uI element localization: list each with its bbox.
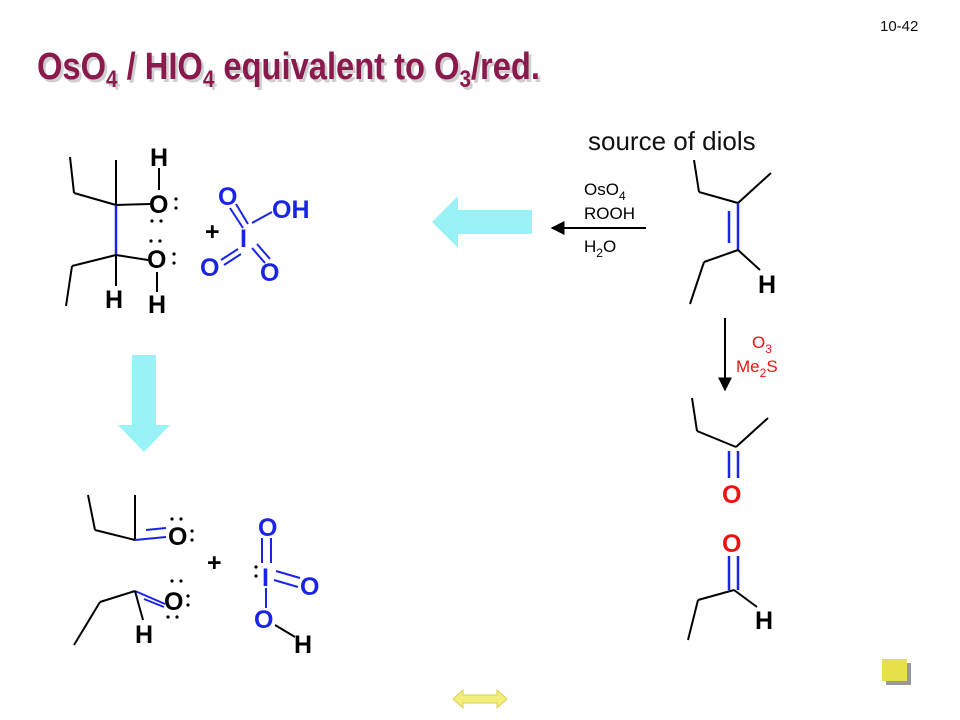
svg-text:O3: O3 xyxy=(752,333,772,356)
title-seg-1: OsO xyxy=(37,46,107,88)
diol-molecule xyxy=(65,156,160,307)
ketone-molecule xyxy=(691,397,769,478)
reagent-o3: O xyxy=(752,333,765,352)
big-arrow-left xyxy=(432,196,532,248)
dicarbonyl-products xyxy=(73,494,167,646)
hio3-o-top: O xyxy=(258,514,277,542)
title-seg-4: /red. xyxy=(470,46,540,88)
aldehyde-o: O xyxy=(722,530,741,558)
aldehyde-h: H xyxy=(755,607,773,635)
svg-text:Me2S: Me2S xyxy=(736,357,778,380)
nav-button[interactable] xyxy=(882,659,911,685)
oso4-reagents: OsO4 ROOH H2O xyxy=(584,180,635,260)
hio3-h: H xyxy=(294,631,312,659)
periodic-acid-molecule xyxy=(220,203,273,266)
hio3-iodine: I xyxy=(262,564,269,592)
product-h: H xyxy=(135,621,153,649)
hio4-iodine: I xyxy=(240,225,247,253)
plus-sign-bottom: + xyxy=(207,549,222,577)
diol-h-bottom: H xyxy=(148,291,166,319)
big-arrow-down xyxy=(118,355,170,452)
title-seg-2: / HIO xyxy=(117,46,203,88)
aldehyde-molecule xyxy=(687,556,758,641)
slide-title: OsO4 / HIO4 equivalent to O3/red. xyxy=(37,46,540,92)
reagent-rooh: ROOH xyxy=(584,204,635,223)
title-seg-3: equivalent to O xyxy=(214,46,460,88)
title-sub-2: 4 xyxy=(202,66,215,93)
reagent-h2o-sub: 2 xyxy=(596,246,603,260)
iodic-acid-molecule xyxy=(261,538,301,608)
diol-o-upper: O xyxy=(149,191,168,219)
hio3-o-right: O xyxy=(300,573,319,601)
hio4-o-right: O xyxy=(260,259,279,287)
reagent-me2s-sub: 2 xyxy=(760,366,767,380)
reagent-oso4-sub: 4 xyxy=(619,189,626,203)
reagent-h2o-o: O xyxy=(603,237,616,256)
reagent-me2s-s: S xyxy=(766,357,777,376)
svg-text:H2O: H2O xyxy=(584,237,616,260)
hio4-o-top: O xyxy=(218,183,237,211)
reagent-h2o-h: H xyxy=(584,237,596,256)
reagent-o3-sub: 3 xyxy=(765,342,772,356)
hio4-oh: OH xyxy=(272,196,310,224)
product-o-lower: O xyxy=(164,588,183,616)
reagent-me2s-me: Me xyxy=(736,357,760,376)
ozonolysis-reagents: O3 Me2S xyxy=(736,333,778,380)
ketone-o: O xyxy=(722,481,741,509)
title-sub-1: 4 xyxy=(106,66,118,93)
product-lone-pairs xyxy=(166,517,194,619)
diol-h-top: H xyxy=(150,144,168,172)
hio4-o-left: O xyxy=(200,254,219,282)
diol-lone-pairs xyxy=(149,197,178,265)
diol-h-left: H xyxy=(105,286,123,314)
slide-number: 10-42 xyxy=(880,18,919,35)
svg-text:OsO4: OsO4 xyxy=(584,180,626,203)
diol-o-lower: O xyxy=(147,246,166,274)
plus-sign-top: + xyxy=(205,218,220,246)
hio3-o-bottom: O xyxy=(254,606,273,634)
reagent-oso4: OsO xyxy=(584,180,619,199)
title-sub-3: 3 xyxy=(459,66,471,93)
product-o-upper: O xyxy=(168,523,187,551)
alkene-h: H xyxy=(758,271,776,299)
nav-double-arrow[interactable] xyxy=(452,688,508,710)
hio3-extras xyxy=(254,565,296,638)
source-of-diols-label: source of diols xyxy=(588,126,756,156)
alkene-molecule xyxy=(689,159,772,305)
